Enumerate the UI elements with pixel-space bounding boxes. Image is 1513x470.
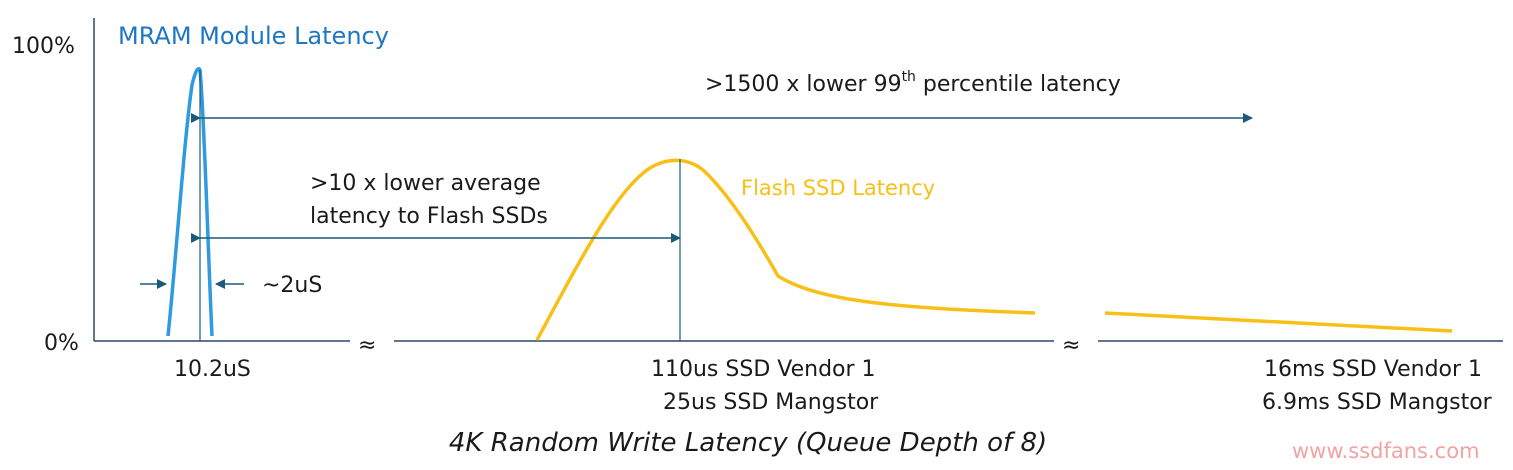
flash-tail-tick-label-2: 6.9ms SSD Mangstor bbox=[1262, 390, 1493, 415]
flash-ssd-latency-tail bbox=[1104, 311, 1453, 333]
p99-superscript: th bbox=[902, 69, 916, 85]
watermark: www.ssdfans.com bbox=[1292, 439, 1480, 463]
flash-tail-tick-label-1: 16ms SSD Vendor 1 bbox=[1264, 357, 1482, 382]
mram-series-label: MRAM Module Latency bbox=[118, 22, 389, 50]
chart-title: 4K Random Write Latency (Queue Depth of … bbox=[449, 428, 1047, 458]
flash-peak-tick-label-2: 25us SSD Mangstor bbox=[663, 390, 879, 415]
flash-peak-tick-label-1: 110us SSD Vendor 1 bbox=[651, 357, 876, 382]
y-tick-label-0: 0% bbox=[44, 331, 79, 356]
width-label: ~2uS bbox=[262, 273, 322, 298]
axis-break-gap-2 bbox=[1054, 333, 1098, 349]
mram-latency-curve bbox=[166, 67, 214, 337]
flash-ssd-latency-curve bbox=[535, 158, 1036, 341]
y-tick-label-100: 100% bbox=[12, 34, 75, 59]
flash-series-label: Flash SSD Latency bbox=[741, 176, 935, 200]
axis-break-symbol-1: ≈ bbox=[358, 333, 376, 358]
p99-annotation: >1500 x lower 99th percentile latency bbox=[705, 69, 1121, 97]
axis-break-symbol-2: ≈ bbox=[1062, 333, 1080, 358]
avg-annotation-line1: >10 x lower average bbox=[310, 171, 541, 196]
avg-annotation-line2: latency to Flash SSDs bbox=[310, 204, 548, 229]
mram-peak-tick-label: 10.2uS bbox=[174, 357, 251, 382]
axis-break-gap-1 bbox=[350, 333, 394, 349]
